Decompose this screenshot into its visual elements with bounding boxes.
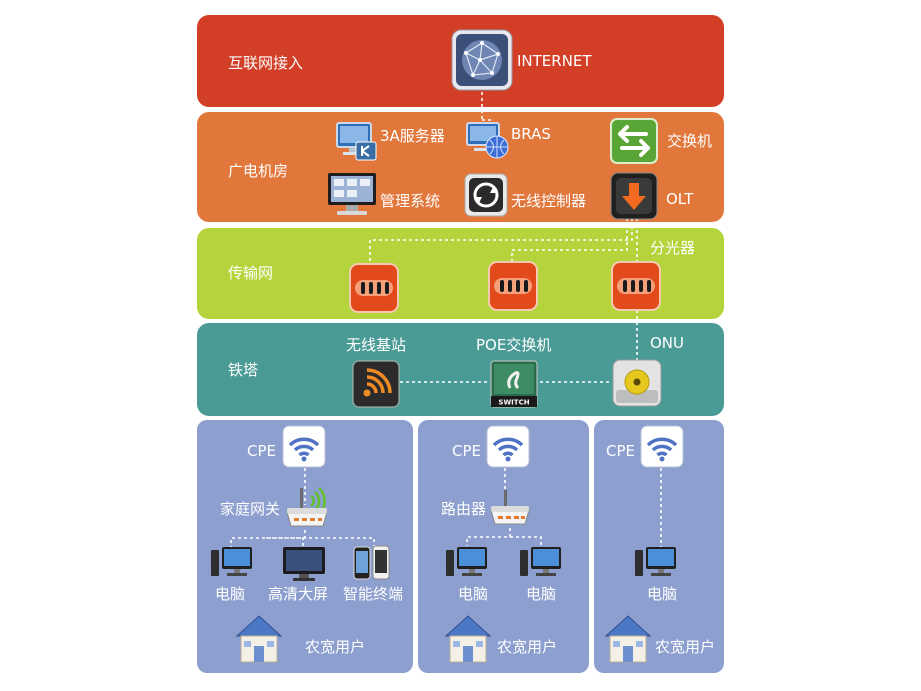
globe-server-icon (451, 29, 513, 91)
mgmt-system-label: 管理系统 (380, 192, 441, 210)
switch-label: 交换机 (667, 132, 713, 150)
tv-icon (282, 546, 326, 582)
monitor-icon (327, 172, 377, 216)
splitter-icon (349, 263, 399, 313)
home-gateway-label: 家庭网关 (220, 500, 281, 518)
onu-disc-icon (612, 359, 662, 407)
poe-switch-label: POE交换机 (476, 336, 552, 354)
arrows-switch-icon (610, 118, 658, 164)
layer-label-headend: 广电机房 (228, 162, 289, 180)
cpe-label-2: CPE (452, 442, 481, 460)
wifi-icon (486, 425, 530, 468)
server-globe-icon (466, 122, 510, 160)
wifi-icon (640, 425, 684, 468)
server-icon (336, 122, 378, 162)
house-icon (442, 612, 494, 664)
bras-label: BRAS (511, 125, 551, 143)
home-label: 农宽用户 (655, 638, 716, 656)
home-label: 农宽用户 (305, 638, 366, 656)
splitter-icon (488, 261, 538, 311)
router-icon (283, 484, 331, 530)
wifi-icon (282, 425, 326, 468)
pc-icon (445, 546, 489, 580)
pc-icon (519, 546, 563, 580)
device-label: 电脑 (215, 585, 246, 603)
pc-icon (634, 546, 678, 580)
phone-icon (353, 545, 391, 581)
wireless-signal-icon (352, 360, 400, 408)
house-icon (602, 612, 654, 664)
pc-icon (210, 546, 254, 580)
switch-icon-text: SWITCH (498, 399, 529, 407)
layer-label-internet: 互联网接入 (228, 54, 304, 72)
cpe-label-3: CPE (606, 442, 635, 460)
splitter-icon (611, 261, 661, 311)
onu-label: ONU (650, 334, 685, 352)
router-icon (487, 488, 533, 528)
base-station-label: 无线基站 (346, 336, 407, 354)
device-label: 智能终端 (343, 585, 404, 603)
house-icon (233, 612, 285, 664)
device-label: 电脑 (647, 585, 678, 603)
device-label: 电脑 (458, 585, 489, 603)
cpe-label-1: CPE (247, 442, 276, 460)
olt-label: OLT (666, 190, 694, 208)
device-label: 高清大屏 (268, 585, 329, 603)
splitter-label: 分光器 (650, 239, 696, 257)
internet-label: INTERNET (517, 52, 592, 70)
layer-label-transport: 传输网 (228, 264, 274, 282)
router-label: 路由器 (441, 500, 487, 518)
device-label: 电脑 (526, 585, 557, 603)
down-arrow-icon (610, 172, 658, 220)
sync-icon (464, 173, 508, 217)
home-label: 农宽用户 (497, 638, 558, 656)
layer-label-tower: 铁塔 (228, 361, 259, 379)
aaa-server-label: 3A服务器 (380, 127, 445, 145)
wireless-controller-label: 无线控制器 (511, 192, 587, 210)
poe-switch-icon: SWITCH (490, 360, 538, 408)
